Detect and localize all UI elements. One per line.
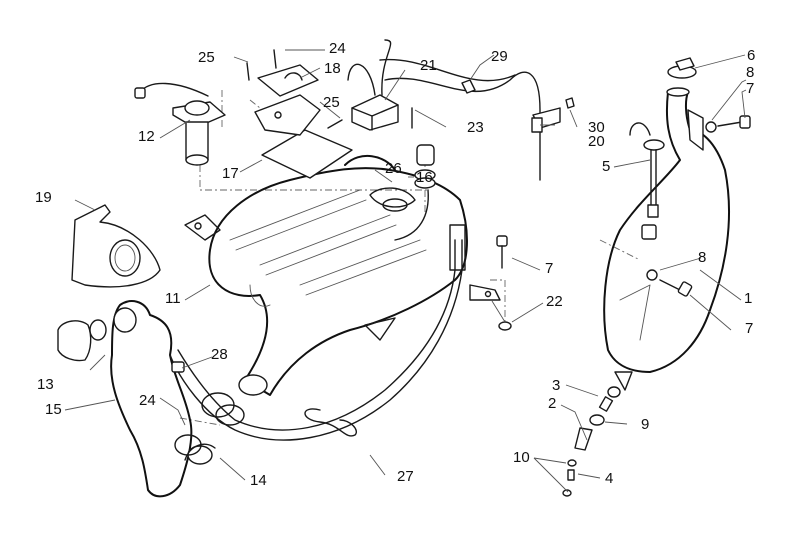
heat-shield-part-19[interactable] — [71, 204, 161, 288]
callout-28: 28 — [211, 346, 228, 363]
callout-25-top: 25 — [198, 49, 215, 66]
bolt-part-7-upper[interactable] — [705, 115, 751, 133]
callout-24-lower: 24 — [139, 392, 156, 409]
callout-11: 11 — [165, 290, 181, 307]
leader-lines — [64, 49, 747, 493]
callout-17: 17 — [222, 165, 239, 182]
bolt-part-25-top[interactable] — [246, 62, 250, 81]
hoses-part-14[interactable] — [174, 374, 268, 465]
fitting-part-20[interactable] — [531, 107, 561, 133]
callout-5: 5 — [602, 158, 610, 175]
callout-18: 18 — [324, 60, 341, 77]
callout-23: 23 — [467, 119, 484, 136]
callout-4: 4 — [605, 470, 613, 487]
spring-clip-part-27[interactable] — [304, 408, 357, 437]
callout-21: 21 — [420, 57, 437, 74]
callout-6: 6 — [747, 47, 755, 64]
screw-part-24-top[interactable] — [273, 49, 277, 69]
clip-part-30[interactable] — [565, 97, 575, 109]
breather-part-15[interactable] — [110, 300, 193, 498]
hose-part-28[interactable] — [169, 239, 463, 441]
callout-25-mid: 25 — [323, 94, 340, 111]
callout-2: 2 — [548, 395, 556, 412]
callout-7-lower: 7 — [745, 320, 753, 337]
callout-26: 26 — [385, 160, 402, 177]
vent-hoses — [347, 39, 541, 181]
callout-19: 19 — [35, 189, 52, 206]
callout-20: 20 — [588, 133, 605, 150]
fuel-pump-part-12[interactable] — [134, 82, 226, 166]
cap-part-13[interactable] — [57, 319, 107, 362]
bolt-part-7-lower[interactable] — [646, 269, 693, 297]
callout-27: 27 — [397, 468, 414, 485]
bracket-part-18[interactable] — [257, 64, 319, 97]
callout-29: 29 — [491, 48, 508, 65]
level-sender-part-5[interactable] — [629, 122, 665, 218]
callout-22: 22 — [546, 293, 563, 310]
oil-cap-part-6[interactable] — [667, 57, 697, 79]
callout-10: 10 — [513, 449, 530, 466]
hose-clip-part-29[interactable] — [461, 79, 476, 94]
callout-12: 12 — [138, 128, 155, 145]
washer-part-22[interactable] — [498, 321, 512, 331]
callout-30: 30 — [588, 119, 605, 136]
callout-labels: 1 2 3 4 5 6 7 7 7 8 8 9 10 11 12 13 14 1… — [35, 40, 755, 489]
callout-9: 9 — [641, 416, 649, 433]
filler-cap-part-26[interactable] — [394, 144, 436, 241]
callout-15: 15 — [45, 401, 62, 418]
callout-8-lower: 8 — [698, 249, 706, 266]
callout-7-upper: 7 — [746, 80, 754, 97]
callout-3: 3 — [552, 377, 560, 394]
callout-13: 13 — [37, 376, 54, 393]
oil-tank-part-1[interactable] — [603, 87, 730, 391]
bracket-part-17[interactable] — [254, 94, 353, 179]
callout-8-upper: 8 — [746, 64, 754, 81]
callout-16: 16 — [416, 169, 433, 186]
callout-1: 1 — [744, 290, 752, 307]
bolt-part-25-mid[interactable] — [327, 119, 343, 129]
callout-7-mid: 7 — [545, 260, 553, 277]
bolt-part-7-mid[interactable] — [496, 235, 508, 269]
valve-part-21[interactable] — [351, 94, 399, 131]
callout-24-top: 24 — [329, 40, 346, 57]
fuel-tank-part-11[interactable] — [184, 154, 501, 396]
drain-fittings[interactable] — [562, 386, 621, 497]
callout-14: 14 — [250, 472, 267, 489]
